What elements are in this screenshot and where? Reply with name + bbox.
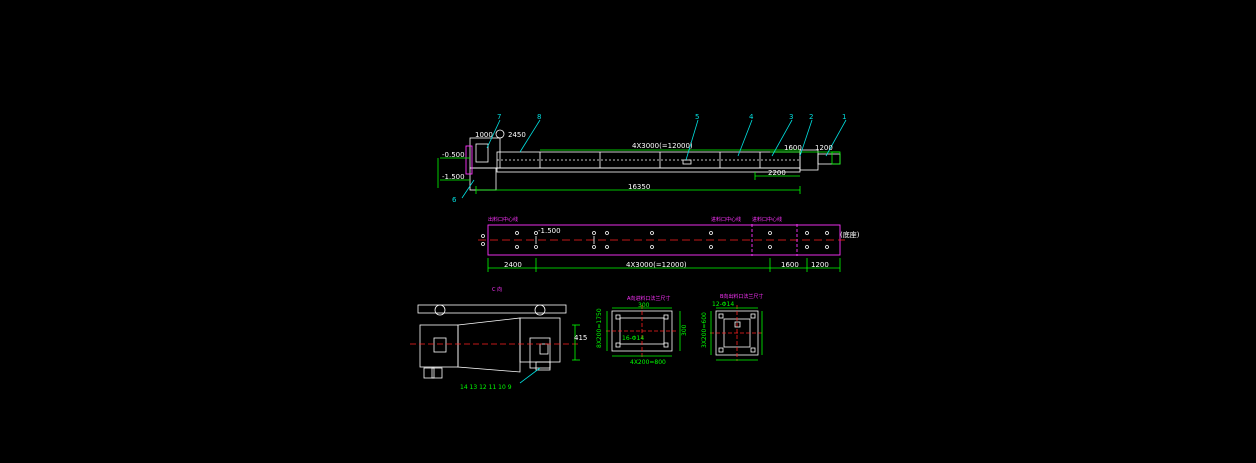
gearbox — [519, 317, 561, 363]
level-bottom: -1.500 — [442, 173, 465, 181]
dim-pitch-plan: 4X3000(=12000) — [626, 261, 687, 269]
section-a-title: A向进料口法兰尺寸 — [627, 295, 670, 302]
balloon-4: 4 — [749, 113, 754, 121]
balloon-3: 3 — [789, 113, 793, 121]
label-outlet-centerline: 出料口中心线 — [488, 216, 518, 223]
section-a-view: A向进料口法兰尺寸 300 4X200=800 8X200=1750 300 1… — [596, 295, 688, 366]
section-b-dim-left: 3X200=600 — [701, 312, 708, 348]
guard-housing — [457, 317, 521, 373]
balloon-6: 6 — [452, 196, 457, 204]
section-a-dim-right: 300 — [681, 324, 688, 336]
section-a-hole-note: 16-Φ14 — [622, 335, 644, 342]
section-b-view: B向出料口法兰尺寸 12-Φ14 3X200=600 — [701, 293, 764, 361]
elevation-view: 7 8 5 4 3 2 1 6 4X3000(=12000) 1000 2450… — [437, 113, 846, 204]
level-top: -0.500 — [442, 151, 465, 159]
drive-view-title: C 向 — [492, 286, 502, 293]
motor-icon — [495, 129, 505, 139]
drive-unit-elevation — [469, 137, 501, 169]
dim-1200-elevation: 1200 — [815, 144, 833, 152]
label-inlet-centerline-b: 进料口中心线 — [752, 216, 782, 223]
section-a-dim-left: 8X200=1750 — [596, 308, 603, 348]
dim-total: 16350 — [628, 183, 650, 191]
dim-2200: 2200 — [768, 169, 786, 177]
end-label: (底座) — [840, 230, 860, 239]
balloon-5: 5 — [695, 113, 699, 121]
dim-pitch-elevation: 4X3000(=12000) — [632, 142, 693, 150]
dim-415: 415 — [574, 334, 587, 342]
bolt-marks — [481, 231, 829, 249]
section-b-title: B向出料口法兰尺寸 — [720, 293, 763, 300]
dim-2400: 2400 — [504, 261, 522, 269]
section-a-dim-bottom: 4X200=800 — [630, 359, 666, 366]
base-support — [469, 167, 497, 191]
section-b-dim-top: 12-Φ14 — [712, 301, 734, 308]
balloon-1: 1 — [842, 113, 846, 121]
dim-1600-elevation: 1600 — [784, 144, 802, 152]
level-mid: -1.500 — [538, 227, 561, 235]
dim-1000: 1000 — [475, 131, 493, 139]
plan-view: 出料口中心线 进料口中心线 进料口中心线 -1.500 (底座) 2400 4X… — [478, 216, 860, 272]
balloon-2: 2 — [809, 113, 813, 121]
motor-body — [419, 324, 459, 368]
drive-belt — [417, 304, 567, 314]
balloon-7: 7 — [497, 113, 501, 121]
dim-1600-plan: 1600 — [781, 261, 799, 269]
section-a-dim-top: 300 — [638, 302, 650, 309]
balloon-8: 8 — [537, 113, 541, 121]
dim-1200-plan: 1200 — [811, 261, 829, 269]
drive-c-view: C 向 14 13 12 11 10 9 415 — [410, 286, 587, 391]
drive-part-numbers: 14 13 12 11 10 9 — [460, 384, 512, 391]
dim-2450: 2450 — [508, 131, 526, 139]
label-inlet-centerline-a: 进料口中心线 — [711, 216, 741, 223]
